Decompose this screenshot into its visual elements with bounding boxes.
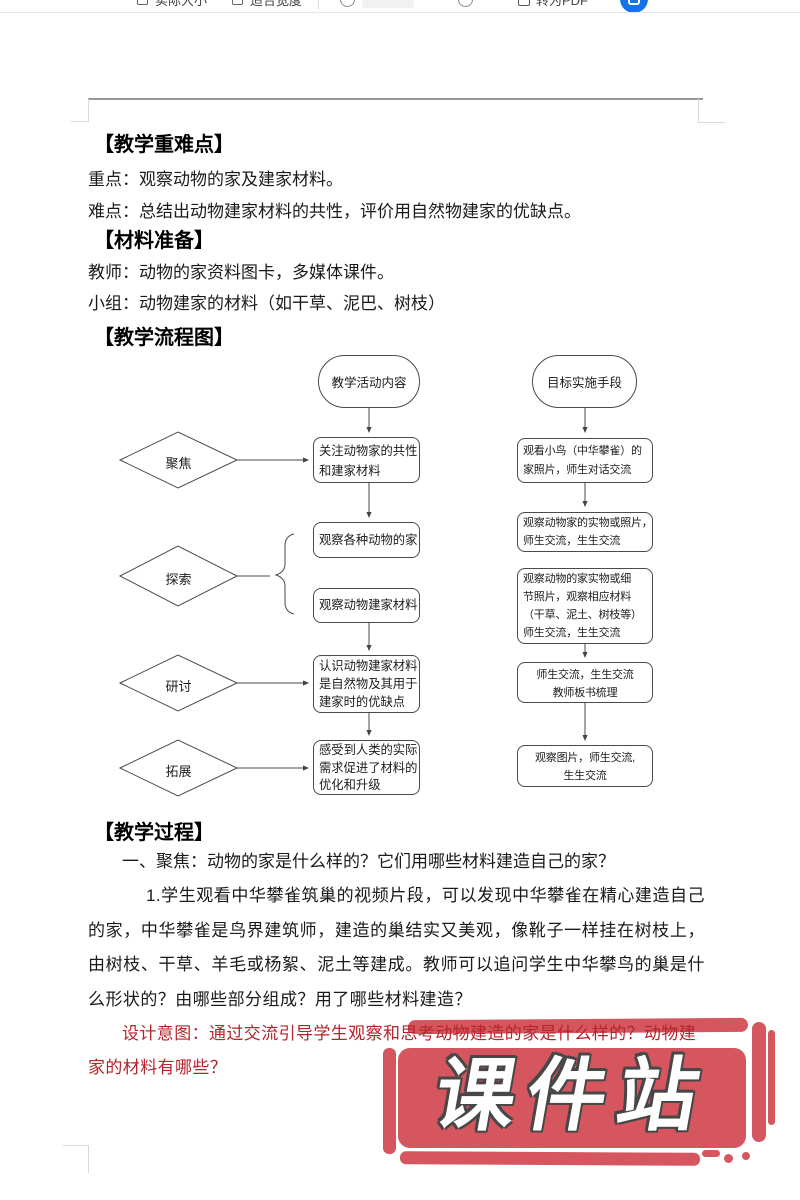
convert-pdf-button[interactable]: 转为PDF [536,0,589,8]
design-note: 设计意图：通过交流引导学生观察和思考动物建造的家是什么样的？动物建家的材料有哪些… [88,1024,697,1078]
page-corner-mark [71,121,88,122]
flow-box: 观察动物家的实物或照片，师生交流，生生交流 [517,512,653,552]
zoom-in-icon[interactable] [458,0,473,7]
flowchart: 教学活动内容 目标实施手段 聚焦 探索 研讨 拓展 关注动物家的共性和建家材料 … [80,350,740,812]
page-top-edge [88,98,703,100]
toolbar-option-2[interactable]: 适合宽度 [250,0,303,8]
flow-box: 观察动物建家材料 [313,588,420,623]
heading-flowchart: 【教学流程图】 [94,327,234,349]
watermark-stamp: 课件站 [376,1012,786,1192]
checkbox-icon[interactable] [137,0,148,5]
flow-diamond-label: 研讨 [165,679,192,694]
page-corner-mark [63,1145,88,1146]
stamp-border-dot [742,1152,750,1160]
flow-diamond-label: 探索 [165,572,192,587]
page-corner-mark [88,99,89,122]
flow-box: 观看小鸟（中华攀雀）的家照片，师生对话交流 [517,438,653,483]
toolbar-option-1[interactable]: 实际大小 [155,0,208,8]
toolbar: 实际大小 适合宽度 100% 转为PDF [0,0,800,13]
app-button-icon [628,0,640,5]
process-paragraph: 1.学生观看中华攀雀筑巢的视频片段，可以发现中华攀雀在精心建造自己的家，中华攀雀… [88,886,705,1009]
stamp-border-dot [724,1154,733,1163]
flow-right-header: 目标实施手段 [532,355,637,408]
stamp-background [398,1048,746,1148]
page-corner-mark [698,122,725,123]
process-text: 一、聚焦：动物的家是什么样的？它们用哪些材料建造自己的家？ 1.学生观看中华攀雀… [88,845,705,1086]
stamp-border-right [752,1022,766,1142]
page-corner-mark [88,1145,89,1173]
separator [318,0,319,10]
flowchart-lines [118,408,588,797]
teacher-line: 教师：动物的家资料图卡，多媒体课件。 [88,263,394,282]
flow-box: 认识动物建家材料是自然物及其用于建家时的优缺点 [313,655,420,713]
stamp-border-dash [702,1150,720,1157]
app-button[interactable] [620,0,648,12]
heading-key-points: 【教学重难点】 [94,134,234,156]
flow-box: 师生交流，生生交流教师板书梳理 [517,662,653,703]
difficulty-line: 难点：总结出动物建家材料的共性，评价用自然物建家的优缺点。 [88,202,581,221]
flow-diamond-label: 聚焦 [165,456,192,471]
zoom-value[interactable]: 100% [362,0,414,8]
checkbox-icon[interactable] [232,0,243,5]
pdf-icon [518,0,530,6]
flow-box: 观察各种动物的家 [313,522,420,558]
zoom-out-icon[interactable] [340,0,355,7]
stamp-border-right2 [768,1030,775,1125]
stamp-border-bottom [399,1151,701,1166]
flow-diamond-label: 拓展 [165,764,192,779]
flow-box: 关注动物家的共性和建家材料 [313,437,420,483]
stamp-border-left [383,1048,396,1154]
flow-box: 感受到人类的实际需求促进了材料的优化和升级 [313,740,420,795]
flow-box: 观察动物的家实物或细节照片，观察相应材料（干草、泥土、树枝等）师生交流，生生交流 [517,568,653,644]
key-point-line: 重点：观察动物的家及建家材料。 [88,170,343,189]
flow-left-header: 教学活动内容 [318,355,420,408]
process-intro: 一、聚焦：动物的家是什么样的？它们用哪些材料建造自己的家？ [122,852,615,871]
heading-materials: 【材料准备】 [94,230,214,252]
group-line: 小组：动物建家的材料（如干草、泥巴、树枝） [88,294,445,313]
flow-box: 观察图片，师生交流,生生交流 [517,745,653,787]
heading-process: 【教学过程】 [94,822,214,844]
page-corner-mark [698,99,699,123]
